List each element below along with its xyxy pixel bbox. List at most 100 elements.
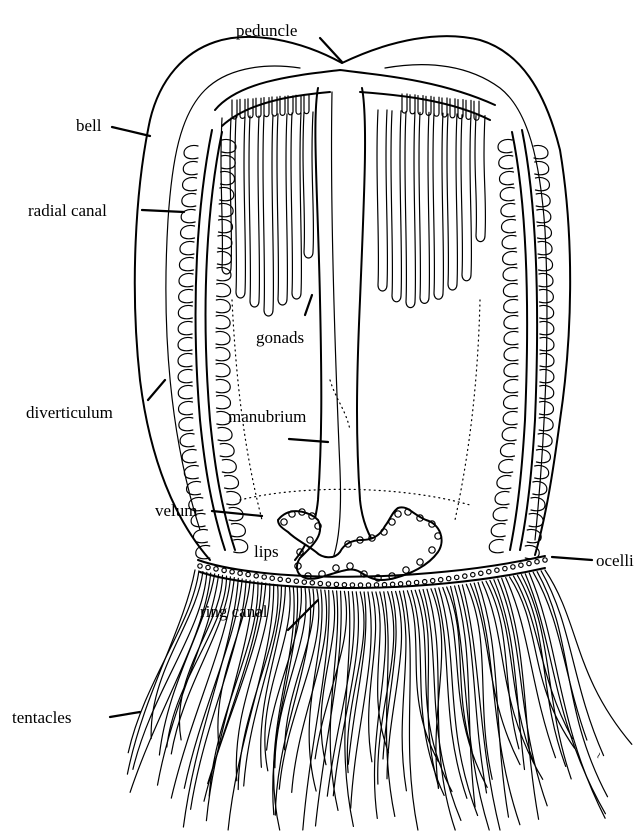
subumbrella-stipple	[240, 489, 470, 505]
top-comb-left	[240, 99, 245, 118]
diverticulum-left	[221, 155, 235, 168]
inner-radial-canal-right	[455, 300, 480, 520]
ring-bead	[342, 583, 346, 587]
diverticulum-right	[498, 139, 512, 152]
diverticulum-left	[179, 273, 193, 286]
diverticulum-left	[217, 283, 231, 296]
diverticulum-right	[491, 523, 505, 536]
diverticulum-right	[501, 203, 515, 216]
diverticulum-right	[534, 145, 548, 158]
diverticulum-right	[504, 299, 518, 312]
tentacle	[130, 573, 211, 792]
diverticulum-left	[227, 491, 241, 504]
label-diverticulum: diverticulum	[26, 403, 113, 422]
diverticulum-left	[218, 235, 232, 248]
artist-signature: ~	[593, 751, 605, 762]
ring-bead	[222, 568, 226, 572]
tentacle	[529, 573, 605, 818]
diverticulum-right	[499, 459, 513, 472]
top-comb-right	[450, 99, 455, 118]
diverticulum-left	[220, 443, 234, 456]
diverticulum-right	[503, 251, 517, 264]
diverticulum-right	[503, 411, 517, 424]
tentacle	[541, 571, 604, 756]
diverticulum-right	[504, 331, 518, 344]
ring-bead	[318, 581, 322, 585]
label-gonads: gonads	[256, 328, 304, 347]
diverticulum-right	[504, 379, 518, 392]
diverticulum-left	[225, 475, 239, 488]
label-manubrium: manubrium	[228, 407, 306, 426]
ring-bead	[471, 573, 475, 577]
tentacle	[423, 590, 461, 821]
diverticulum-left	[216, 331, 230, 344]
ring-bead	[519, 563, 523, 567]
tentacle	[502, 578, 539, 819]
ring-bead	[487, 570, 491, 574]
gonad-lobe-right	[433, 113, 443, 299]
peduncle-arch	[215, 70, 495, 126]
ring-bead	[302, 580, 306, 584]
diverticulum-left	[184, 145, 198, 158]
ring-bead	[238, 571, 242, 575]
gonads-right	[377, 110, 485, 308]
ring-bead	[270, 576, 274, 580]
tentacle	[151, 572, 203, 739]
diverticulum-left	[182, 449, 196, 462]
gonads-left	[221, 112, 313, 316]
tentacle	[518, 575, 566, 766]
ring-bead	[431, 579, 435, 583]
ring-bead	[254, 574, 258, 578]
ring-bead	[479, 571, 483, 575]
top-comb-right	[434, 97, 439, 116]
diverticulum-right	[539, 401, 553, 414]
diverticulum-left	[218, 427, 232, 440]
gonad-lobe-left	[221, 118, 231, 274]
ring-bead	[334, 582, 338, 586]
diverticulum-left	[178, 385, 192, 398]
diverticulum-right	[504, 347, 518, 360]
ring-bead	[447, 576, 451, 580]
diverticulum-right	[489, 539, 503, 552]
diverticulum-right	[535, 177, 549, 190]
ring-bead	[214, 567, 218, 571]
ring-bead	[350, 583, 354, 587]
lips	[278, 507, 442, 581]
diverticulum-left	[179, 257, 193, 270]
diverticulum-left	[178, 321, 192, 334]
gonad-lobe-right	[419, 112, 429, 303]
diverticulum-left	[231, 523, 245, 536]
ring-bead	[198, 564, 202, 568]
gonad-lobe-right	[391, 111, 401, 302]
diverticulum-left	[182, 193, 196, 206]
ring-bead	[495, 568, 499, 572]
diverticulum-left	[180, 433, 194, 446]
diverticulum-right	[501, 219, 515, 232]
gonad-lobe-left	[277, 114, 287, 305]
top-comb-left	[304, 95, 309, 114]
diverticulum-right	[539, 257, 553, 270]
diverticulum-right	[540, 369, 554, 382]
diverticulum-left	[216, 315, 230, 328]
gonad-lobe-left	[235, 117, 245, 298]
diverticulum-left	[179, 417, 193, 430]
top-comb-left	[264, 98, 269, 117]
diverticulum-right	[539, 417, 553, 430]
ring-bead	[414, 580, 418, 584]
diverticulum-right	[504, 363, 518, 376]
tentacle	[459, 585, 487, 793]
diverticulum-left	[179, 401, 193, 414]
ring-bead	[230, 570, 234, 574]
diverticulum-right	[499, 171, 513, 184]
diverticulum-left	[216, 347, 230, 360]
diverticulum-left	[234, 539, 248, 552]
diverticulum-left	[222, 139, 236, 152]
label-ocelli: ocelli	[596, 551, 634, 570]
diverticulum-right	[495, 491, 509, 504]
ring-bead	[374, 583, 378, 587]
diverticulum-left	[221, 171, 235, 184]
label-peduncle: peduncle	[236, 21, 297, 40]
diverticulum-right	[500, 443, 514, 456]
radial-canal-right	[489, 130, 554, 559]
ring-bead	[358, 583, 362, 587]
